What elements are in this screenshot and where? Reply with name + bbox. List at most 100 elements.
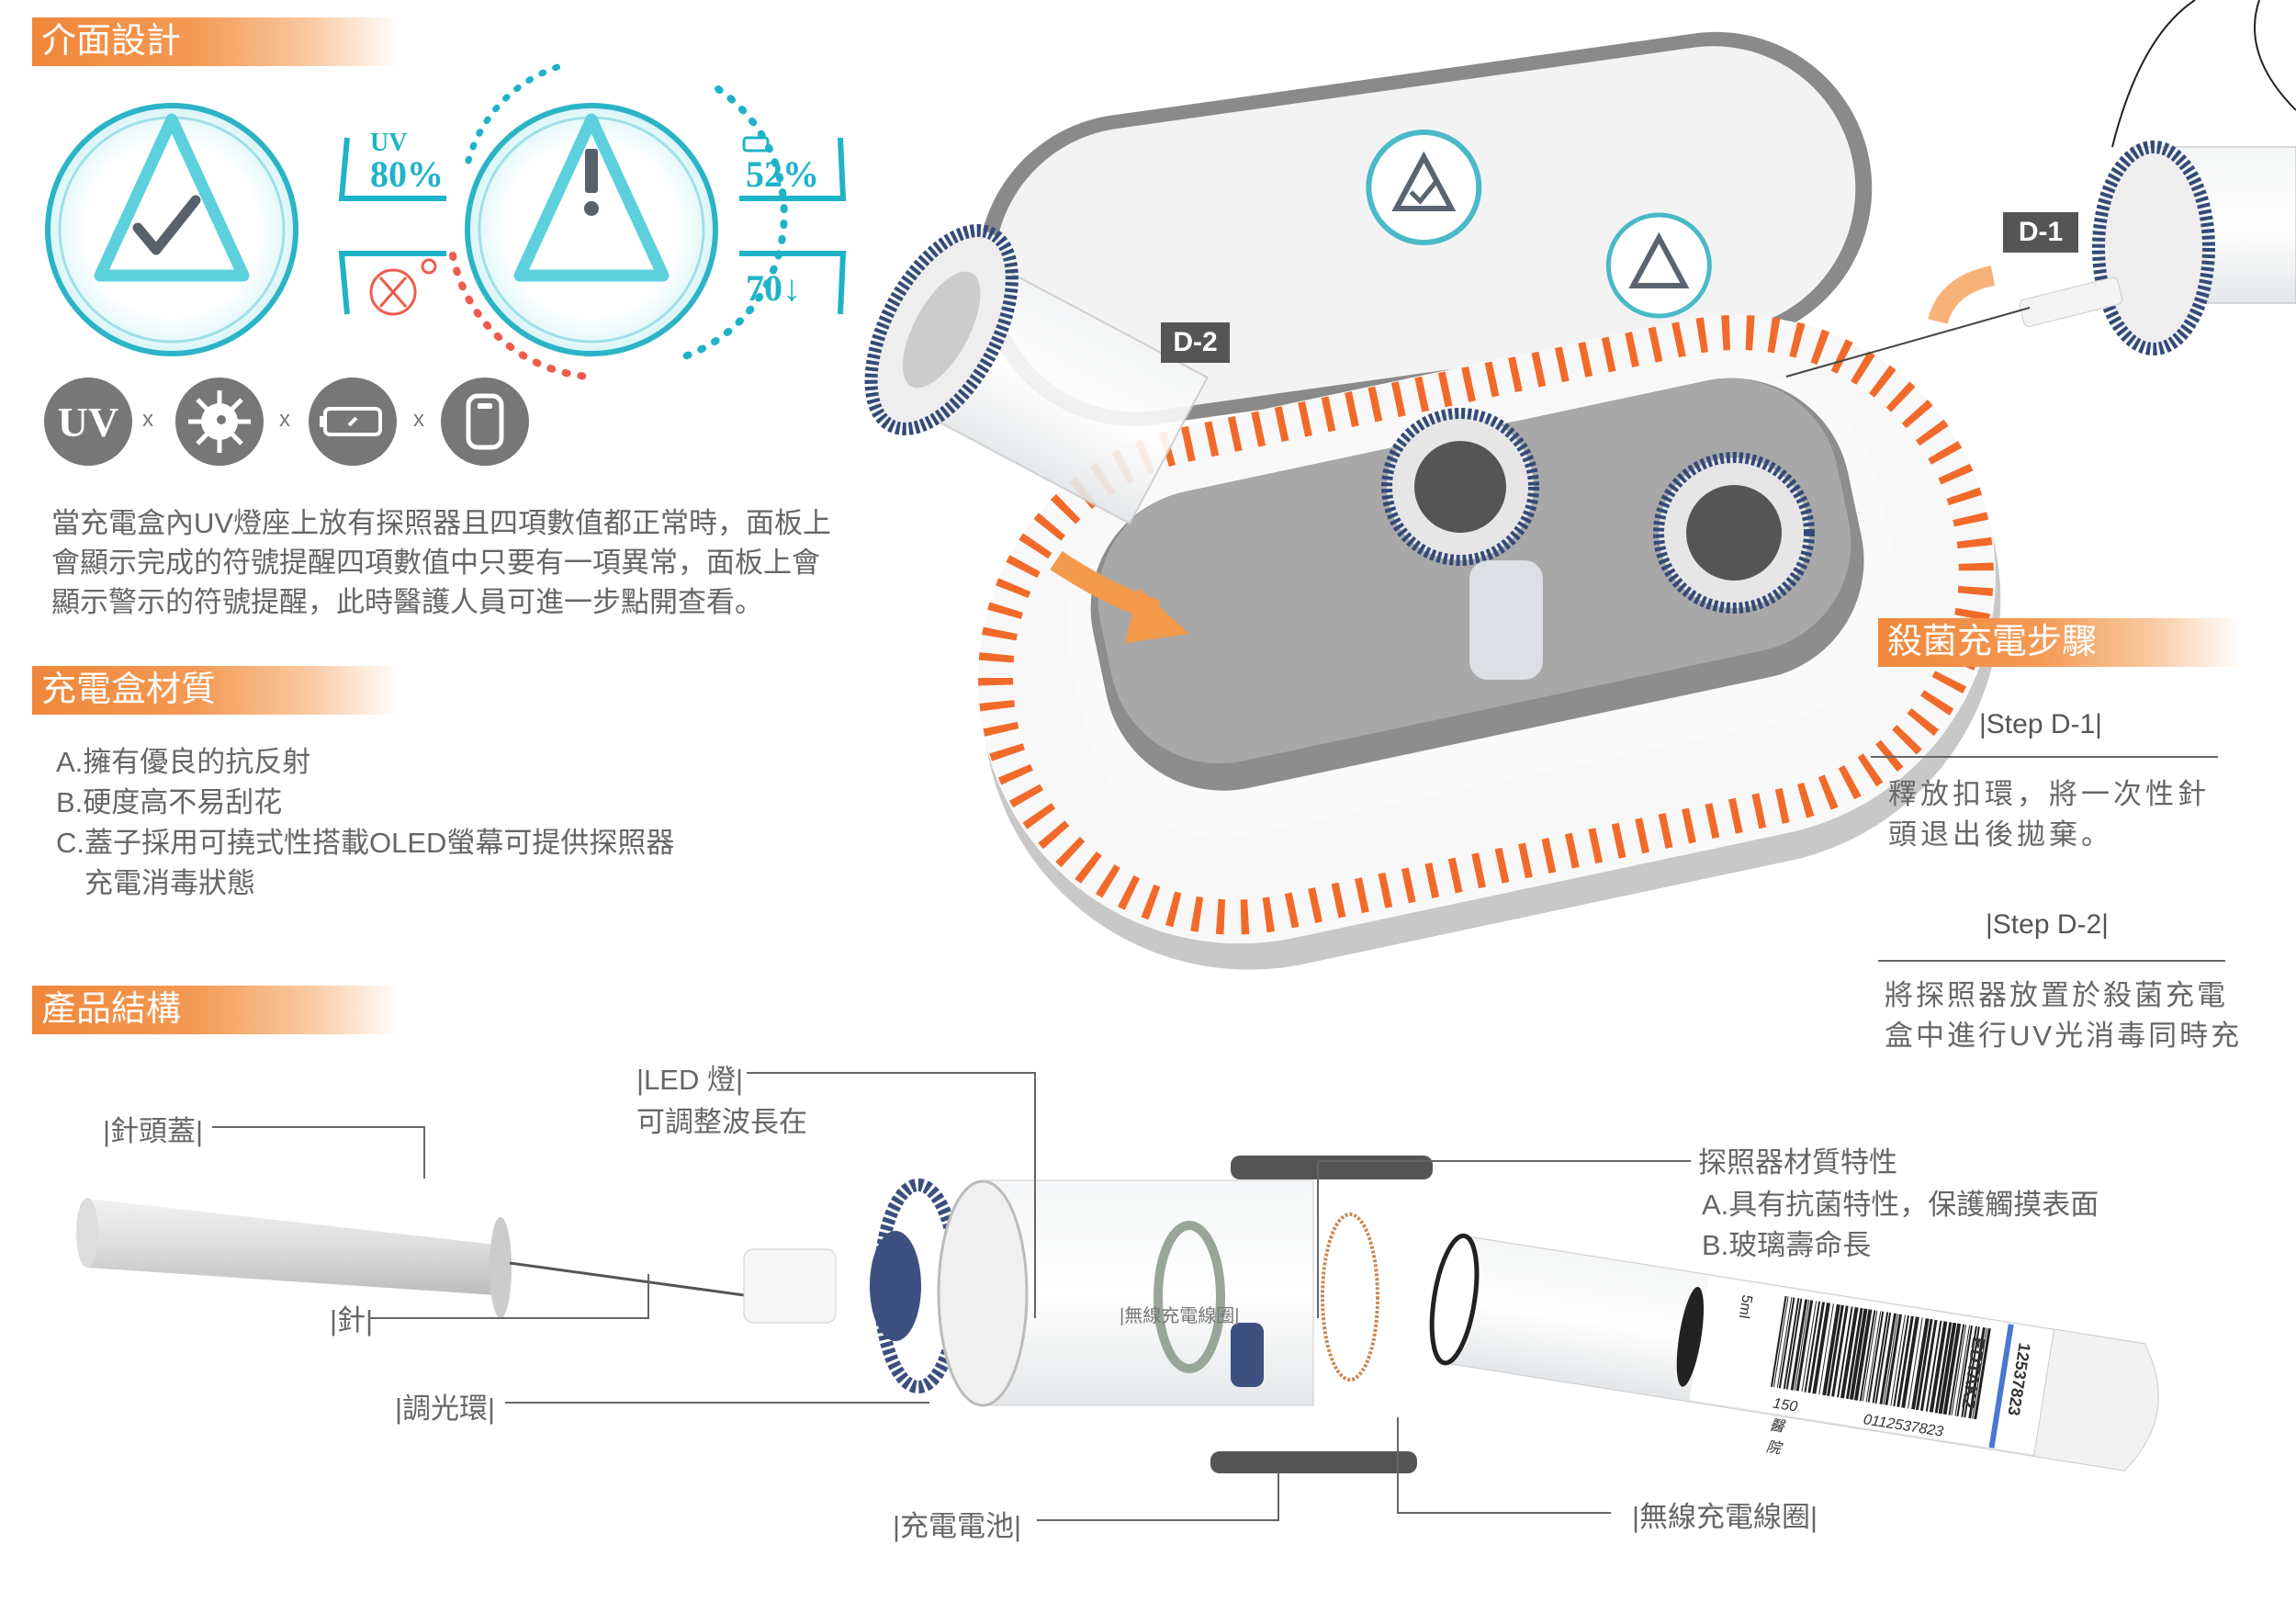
material-item: 充電消毒狀態 xyxy=(56,867,255,899)
barcode-bar xyxy=(1874,1312,1892,1404)
multiply-sign: x xyxy=(413,407,424,432)
barcode-bar xyxy=(1795,1300,1814,1392)
barcode-bar xyxy=(1951,1325,1967,1415)
rod-bottom xyxy=(1210,1451,1417,1473)
barcode-bar xyxy=(1776,1297,1793,1388)
barcode-bar xyxy=(1938,1322,1957,1415)
barcode-bar xyxy=(1849,1308,1868,1400)
status-warning-dial xyxy=(449,62,788,380)
blood-tube xyxy=(1429,1233,2159,1472)
step-line: 盒中進行UV光消毒同時充 xyxy=(1885,1020,2243,1052)
barcode-bar xyxy=(1948,1324,1965,1415)
barcode-bar xyxy=(1919,1319,1938,1411)
barcode-bar xyxy=(1872,1312,1889,1404)
barcode-bar xyxy=(1783,1298,1800,1390)
barcode-bar xyxy=(1845,1307,1863,1400)
barcode-bar xyxy=(1901,1316,1919,1408)
material-item: A.擁有優良的抗反射 xyxy=(56,746,311,778)
barcode-bar xyxy=(1837,1306,1853,1398)
barcode-bar xyxy=(1934,1322,1953,1414)
probe-body xyxy=(937,1179,1314,1407)
barcode-bar xyxy=(1770,1295,1787,1387)
barcode-bar xyxy=(1925,1320,1942,1412)
barcode-bar xyxy=(1893,1315,1909,1407)
interface-description: 當充電盒內UV燈座上放有探照器且四項數值都正常時，面板上 會顯示完成的符號提醒四… xyxy=(51,503,831,622)
barcode-bar xyxy=(1859,1310,1876,1402)
step-line: 釋放扣環，將一次性針 xyxy=(1888,778,2210,810)
barcode-bar xyxy=(1812,1303,1830,1394)
barcode-bar xyxy=(1831,1305,1849,1397)
needle xyxy=(509,1261,745,1297)
barcode-bar xyxy=(1818,1303,1834,1395)
virus-icon xyxy=(175,378,264,466)
label-coil-inner: |無線充電線圈| xyxy=(1120,1306,1240,1326)
multiply-sign: x xyxy=(142,407,153,432)
divider xyxy=(1878,960,2225,962)
battery-value: 52% xyxy=(746,153,819,195)
label-needle: |針| xyxy=(330,1304,374,1336)
material-item: B.硬度高不易刮花 xyxy=(56,786,283,818)
label-coil: |無線充電線圈| xyxy=(1632,1501,1818,1533)
uv-icon: UV xyxy=(44,378,132,466)
step-d2-body: 將探照器放置於殺菌充電 盒中進行UV光消毒同時充 xyxy=(1885,976,2242,1056)
needle-hub xyxy=(743,1248,837,1324)
barcode-bar xyxy=(1807,1302,1826,1393)
label-probe-material-a: A.具有抗菌特性，保護觸摸表面 xyxy=(1702,1189,2099,1221)
label-probe-material-b: B.玻璃壽命長 xyxy=(1702,1229,1872,1261)
barcode-bar xyxy=(1785,1298,1803,1390)
check-icon xyxy=(132,195,201,255)
uv-icon-text: UV xyxy=(57,398,119,445)
material-item: C.蓋子採用可撓式性搭載OLED螢幕可提供探照器 xyxy=(56,827,675,859)
step-line: 頭退出後拋棄。 xyxy=(1888,818,2113,851)
barcode-bar xyxy=(1961,1325,1977,1417)
desc-line: 會顯示完成的符號提醒四項數值中只要有一項異常，面板上會 xyxy=(51,547,820,579)
step-d1-body: 釋放扣環，將一次性針 頭退出後拋棄。 xyxy=(1888,774,2210,855)
battery-charging-icon xyxy=(309,378,397,466)
probe-eject xyxy=(1785,0,2296,378)
barcode-bar xyxy=(1972,1327,1987,1419)
desc-line: 顯示警示的符號提醒，此時醫護人員可進一步點開查看。 xyxy=(51,586,763,618)
barcode-bar xyxy=(1862,1310,1878,1402)
barcode-bar xyxy=(1974,1327,1991,1420)
leader-lines xyxy=(212,1072,1691,1521)
section-header-structure: 產品結構 xyxy=(32,986,400,1034)
barcode-bar xyxy=(1879,1313,1897,1404)
barcode-bar xyxy=(1956,1325,1974,1417)
barcode-bar xyxy=(1794,1299,1810,1391)
step-d2-title: |Step D-2| xyxy=(1986,909,2109,940)
label-battery: |充電電池| xyxy=(893,1510,1022,1542)
material-list: A.擁有優良的抗反射 B.硬度高不易刮花 C.蓋子採用可撓式性搭載OLED螢幕可… xyxy=(56,742,674,904)
barcode-bar xyxy=(1911,1318,1930,1410)
barcode-bar xyxy=(1885,1314,1902,1405)
wireless-coil xyxy=(1321,1212,1379,1382)
exclamation-icon xyxy=(585,149,598,193)
section-header-steps: 殺菌充電步驟 xyxy=(1878,618,2241,667)
callout-d1: D-1 xyxy=(2003,212,2078,253)
probe-docks xyxy=(1381,408,1815,680)
battery-icon xyxy=(742,136,770,152)
probe-device-icon xyxy=(441,378,529,466)
desc-line: 當充電盒內UV燈座上放有探照器且四項數值都正常時，面板上 xyxy=(51,507,832,539)
barcode-bar xyxy=(1801,1301,1818,1393)
label-needle-cap: |針頭蓋| xyxy=(103,1115,204,1147)
barcode-bar xyxy=(1853,1309,1873,1401)
barcode-bar xyxy=(1804,1301,1821,1393)
label-dimmer-ring: |調光環| xyxy=(395,1393,496,1425)
section-header-interface: 介面設計 xyxy=(32,17,400,66)
barcode-bar xyxy=(1865,1311,1882,1403)
barcode-bar xyxy=(1890,1314,1906,1406)
barcode-bar xyxy=(1929,1321,1948,1413)
barcode-bar xyxy=(1942,1323,1962,1415)
barcode-bar xyxy=(1840,1306,1859,1399)
barcode-bar xyxy=(1896,1315,1914,1407)
step-d1-title: |Step D-1| xyxy=(1979,709,2102,739)
step-line: 將探照器放置於殺菌充電 xyxy=(1885,979,2228,1011)
needle-cap xyxy=(76,1198,512,1318)
temperature-value: 70↓ xyxy=(746,267,801,309)
uv-label: UV xyxy=(370,129,408,157)
callout-d2: D-2 xyxy=(1161,322,1230,363)
barcode-bar xyxy=(1790,1299,1808,1391)
uv-value: 80% xyxy=(370,153,444,195)
readout-frames xyxy=(338,136,847,315)
lock-nut xyxy=(870,1231,921,1341)
